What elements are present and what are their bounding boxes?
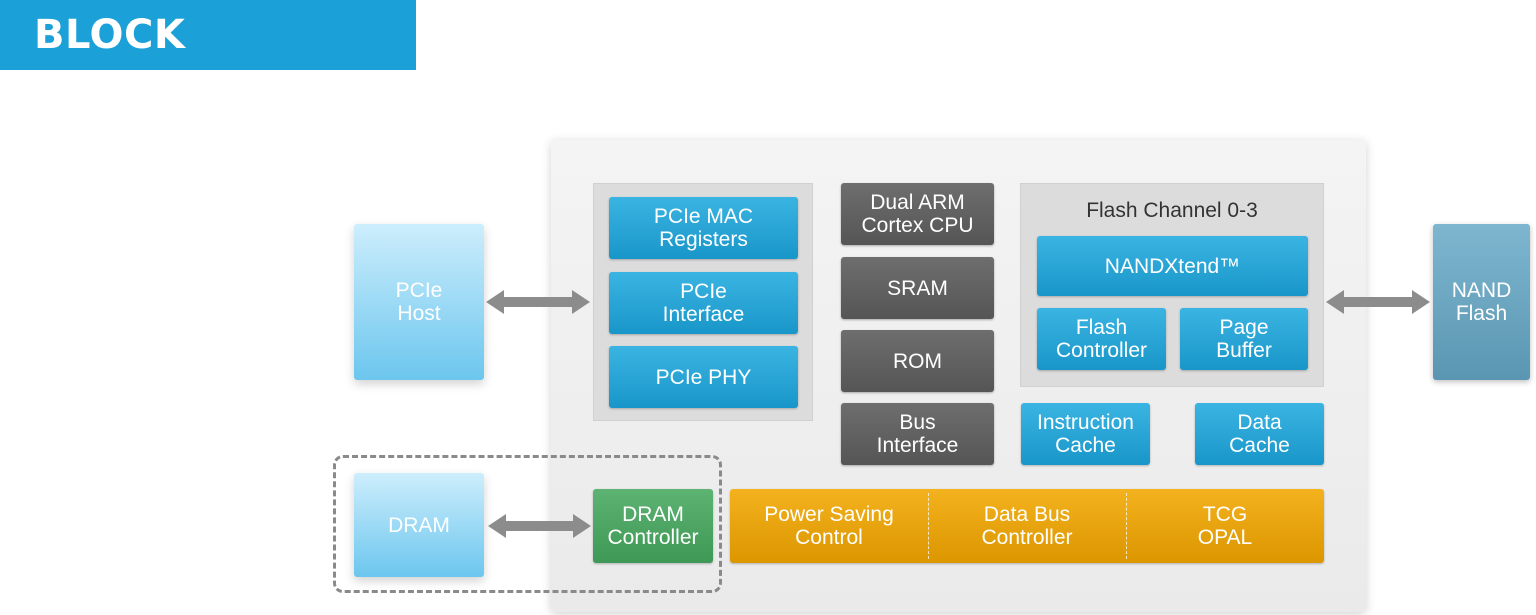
flash-controller-block: Flash Controller [1037,308,1166,370]
pcie-link-arrow [486,290,590,314]
sram-block: SRAM [841,257,994,319]
cpu-block: Dual ARM Cortex CPU [841,183,994,245]
segment-divider [1126,493,1127,559]
dram-link-arrow [488,514,591,538]
segment-divider [928,493,929,559]
diagram-title: BLOCK DIAGRAM [0,0,416,128]
rom-block: ROM [841,330,994,392]
pcie-mac-registers-block: PCIe MAC Registers [609,197,798,259]
system-services-bar: Power Saving Control Data Bus Controller… [730,489,1324,563]
nand-flash-block: NAND Flash [1433,224,1530,380]
page-buffer-block: Page Buffer [1180,308,1308,370]
bus-interface-block: Bus Interface [841,403,994,465]
tcg-opal-segment: TCG OPAL [1197,503,1253,549]
nand-link-arrow [1326,290,1430,314]
pcie-interface-block: PCIe Interface [609,272,798,334]
nandxtend-block: NANDXtend™ [1037,236,1308,296]
instruction-cache-block: Instruction Cache [1021,403,1150,465]
power-saving-control-segment: Power Saving Control [764,503,894,549]
data-bus-controller-segment: Data Bus Controller [981,503,1073,549]
pcie-phy-block: PCIe PHY [609,346,798,408]
dram-block: DRAM [354,473,484,577]
data-cache-block: Data Cache [1195,403,1324,465]
pcie-host-block: PCIe Host [354,224,484,380]
dram-grouping-outline [333,455,722,593]
dram-controller-block: DRAM Controller [593,489,713,563]
flash-channel-label: Flash Channel 0-3 [1086,199,1258,222]
